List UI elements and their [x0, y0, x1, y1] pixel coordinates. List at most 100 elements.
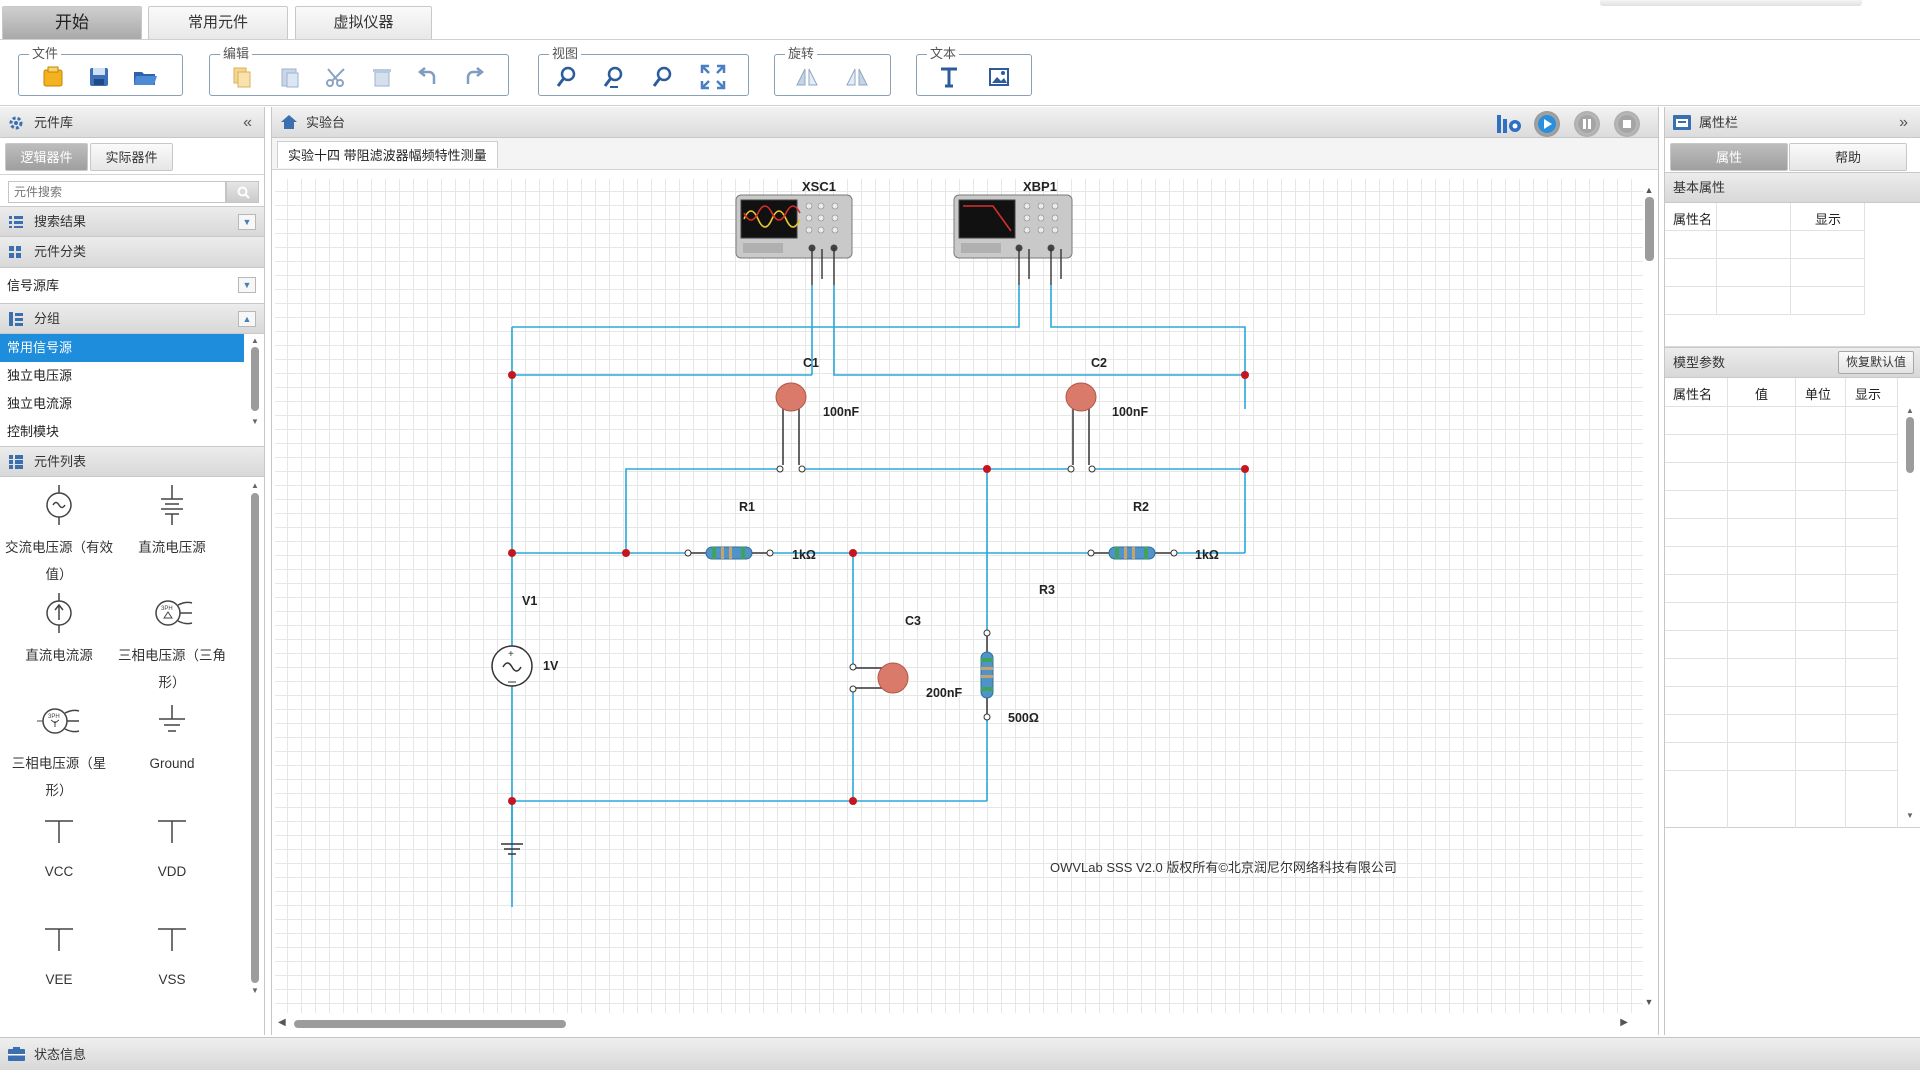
scroll-thumb[interactable] — [1644, 197, 1654, 261]
zoom-out-button[interactable] — [600, 63, 628, 91]
component-search-input[interactable] — [8, 181, 226, 203]
stop-simulation-button[interactable] — [1614, 111, 1640, 137]
flip-vertical-button[interactable] — [843, 63, 871, 91]
scroll-thumb[interactable] — [294, 1020, 566, 1028]
window-handle — [1600, 0, 1862, 6]
component-dc-current-source[interactable]: 直流电流源 — [5, 593, 113, 669]
scroll-thumb[interactable] — [1906, 417, 1914, 473]
undo-button[interactable] — [414, 63, 442, 91]
double-chevron-right-icon[interactable]: » — [1899, 114, 1908, 131]
tab-common-components[interactable]: 常用元件 — [148, 6, 288, 39]
resistor-R2[interactable]: R2 1kΩ — [1087, 500, 1219, 562]
cut-button[interactable] — [322, 63, 350, 91]
scroll-left-arrow-icon[interactable]: ◀ — [278, 1017, 286, 1028]
group-scrollbar[interactable]: ▲ ▼ — [250, 336, 260, 442]
flip-horizontal-button[interactable] — [793, 63, 821, 91]
chevron-down-icon[interactable]: ▼ — [238, 214, 256, 230]
scroll-up-arrow-icon[interactable]: ▲ — [1906, 406, 1914, 415]
component-value: 1kΩ — [1195, 548, 1219, 562]
tab-properties[interactable]: 属性 — [1670, 143, 1788, 171]
scroll-down-arrow-icon[interactable]: ▼ — [251, 986, 259, 995]
group-item-common-sources[interactable]: 常用信号源 — [0, 334, 244, 362]
redo-button[interactable] — [460, 63, 488, 91]
category-header: 元件分类 — [0, 237, 264, 268]
scroll-down-arrow-icon[interactable]: ▼ — [1906, 811, 1914, 820]
component-label: 直流电流源 — [25, 648, 93, 663]
component-vee[interactable]: VEE — [5, 917, 113, 993]
insert-image-button[interactable] — [985, 63, 1013, 91]
save-button[interactable] — [85, 63, 113, 91]
pause-simulation-button[interactable] — [1574, 111, 1600, 137]
zoom-in-button[interactable] — [553, 63, 581, 91]
delete-button[interactable] — [368, 63, 396, 91]
run-simulation-button[interactable] — [1534, 111, 1560, 137]
component-vdd[interactable]: VDD — [118, 809, 226, 885]
scroll-right-arrow-icon[interactable]: ▶ — [1620, 1017, 1628, 1028]
oscilloscope-XSC1[interactable]: XSC1 — [735, 179, 853, 285]
category-select[interactable]: 信号源库 ▼ — [0, 268, 264, 303]
resistor-R3[interactable]: R3 500Ω — [980, 583, 1055, 725]
ground-symbol[interactable] — [501, 843, 523, 855]
paste-button[interactable] — [276, 63, 304, 91]
document-tab[interactable]: 实验十四 带阻滤波器幅频特性测量 — [277, 141, 498, 168]
scroll-up-arrow-icon[interactable]: ▲ — [1644, 185, 1654, 195]
chevron-down-icon[interactable]: ▼ — [238, 277, 256, 293]
chevron-up-icon[interactable]: ▲ — [238, 311, 256, 327]
restore-defaults-button[interactable]: 恢复默认值 — [1837, 351, 1914, 374]
bode-knobs — [1023, 202, 1059, 234]
component-vss[interactable]: VSS — [118, 917, 226, 993]
capacitor-C2[interactable]: C2 100nF — [1065, 356, 1148, 473]
schematic-canvas[interactable]: XSC1 XBP1 — [275, 179, 1643, 1013]
search-results-header[interactable]: 搜索结果 ▼ — [0, 206, 264, 237]
component-three-phase-delta[interactable]: 3PH 三相电压源（三角形） — [118, 593, 226, 696]
scroll-up-arrow-icon[interactable]: ▲ — [251, 481, 259, 490]
tab-help[interactable]: 帮助 — [1789, 143, 1907, 171]
component-list-scrollbar[interactable]: ▲ ▼ — [250, 481, 260, 1011]
canvas-horizontal-scrollbar[interactable]: ◀ ▶ — [276, 1017, 1636, 1031]
component-three-phase-star[interactable]: 3PH 三相电压源（星形） — [5, 701, 113, 804]
group-header[interactable]: 分组 ▲ — [0, 303, 264, 334]
insert-text-button[interactable] — [935, 63, 963, 91]
component-dc-voltage-source[interactable]: 直流电压源 — [118, 485, 226, 561]
scroll-down-arrow-icon[interactable]: ▼ — [1644, 997, 1654, 1007]
scroll-down-arrow-icon[interactable]: ▼ — [251, 417, 259, 426]
canvas-vertical-scrollbar[interactable]: ▲ ▼ — [1642, 185, 1656, 1019]
circuit-schematic[interactable]: XSC1 XBP1 — [275, 179, 1643, 1013]
resistor-R1[interactable]: R1 1kΩ — [684, 500, 816, 562]
new-file-button[interactable] — [39, 63, 67, 91]
component-vcc[interactable]: VCC — [5, 809, 113, 885]
zoom-fit-button[interactable] — [649, 63, 677, 91]
scroll-thumb[interactable] — [251, 493, 259, 983]
group-item-independent-voltage[interactable]: 独立电压源 — [7, 368, 73, 383]
group-label: 分组 — [34, 311, 61, 326]
tab-logic-devices[interactable]: 逻辑器件 — [5, 143, 88, 171]
copy-button[interactable] — [228, 63, 256, 91]
column-header: 显示 — [1855, 387, 1882, 402]
capacitor-C3[interactable]: C3 200nF — [849, 614, 962, 700]
scroll-up-arrow-icon[interactable]: ▲ — [251, 336, 259, 345]
component-ground[interactable]: Ground — [118, 701, 226, 777]
undo-icon — [417, 67, 436, 84]
wire — [1050, 285, 1246, 409]
group-item-independent-current[interactable]: 独立电流源 — [7, 396, 73, 411]
analysis-button[interactable] — [1496, 111, 1524, 135]
double-chevron-left-icon[interactable]: « — [243, 114, 252, 131]
fullscreen-button[interactable] — [699, 63, 727, 91]
component-value: 100nF — [1112, 405, 1148, 419]
edit-group: 编辑 — [209, 46, 509, 96]
capacitor-C1[interactable]: C1 100nF — [775, 356, 859, 473]
tab-real-devices[interactable]: 实际器件 — [90, 143, 173, 171]
group-item-control-module[interactable]: 控制模块 — [7, 424, 60, 439]
open-folder-button[interactable] — [131, 63, 159, 91]
voltage-source-V1[interactable]: V1 + 1V — [491, 594, 559, 687]
model-params-scrollbar[interactable]: ▲ ▼ — [1904, 406, 1916, 824]
component-ac-voltage-source[interactable]: 交流电压源（有效值） — [5, 485, 113, 588]
pause-icon — [1578, 115, 1596, 133]
search-button[interactable] — [226, 181, 259, 203]
tab-virtual-instruments[interactable]: 虚拟仪器 — [295, 6, 432, 39]
category-label: 元件分类 — [34, 244, 87, 259]
bode-plotter-XBP1[interactable]: XBP1 — [953, 179, 1073, 285]
redo-icon — [466, 67, 485, 84]
tab-start[interactable]: 开始 — [2, 6, 142, 39]
scroll-thumb[interactable] — [251, 347, 259, 411]
